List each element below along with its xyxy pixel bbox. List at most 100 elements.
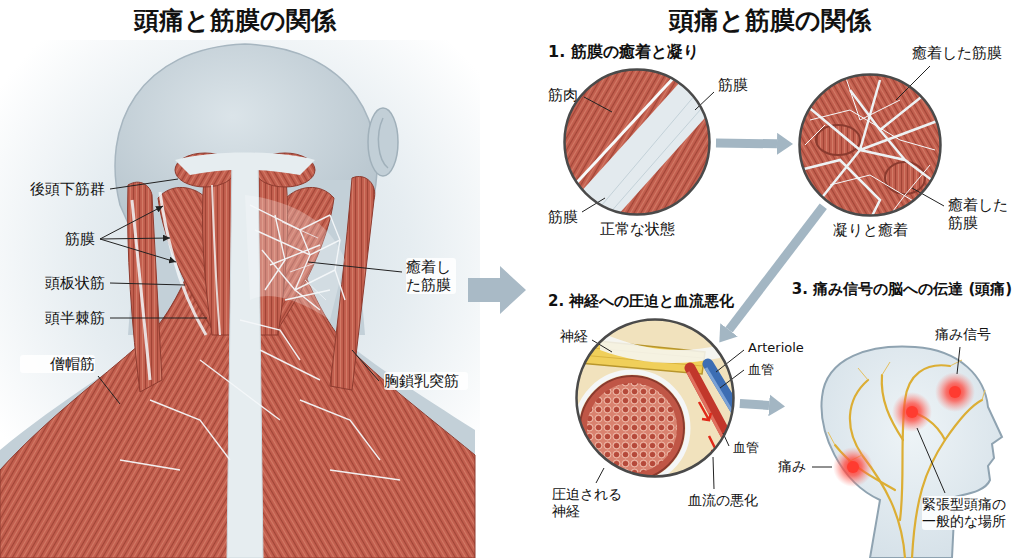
fascia [132,153,345,558]
label-anchor: 胸鎖乳突筋 [384,372,468,390]
neck-muscle [0,153,475,558]
leader-line [110,179,178,189]
adhered-fascia-view [805,75,935,215]
pain-spot [833,447,873,487]
label-anchor: 血流の悪化 [688,492,772,509]
leader-line [957,347,960,374]
leader-line [308,262,402,272]
label-anchor: 後頭下筋群 [8,180,105,198]
leader-line [713,457,714,489]
circle-outline [798,73,942,217]
part-label: 血管 [748,362,784,378]
label-anchor: 血管 [748,362,784,378]
fascia [175,153,315,176]
pain-spot [847,461,859,473]
nerve-branch [828,360,985,462]
pain-spot [833,372,975,487]
leader-line [917,428,945,493]
label-anchor: 痛み信号 [935,326,999,343]
part-label: 圧迫される神経 [552,486,632,520]
leader-line [110,318,207,319]
nerve-branch [828,360,985,462]
compression-view [699,402,711,420]
part-label: 頭板状筋 [8,274,105,292]
part-label: 筋膜 [40,230,95,248]
adhered-fascia-view [816,125,860,155]
label-anchor: 1. 筋膜の癒着と凝り [548,42,808,61]
leader-line [98,66,960,493]
compression-view [568,314,760,484]
neck-muscle [128,182,162,392]
label-anchor: 頭痛と筋膜の関係 [560,6,980,36]
panel-caption: 正常な状態 [563,220,711,238]
fascia [160,192,206,335]
neck-illustration [368,108,398,176]
label-anchor: 神経 [560,328,600,345]
leader-line [98,376,120,404]
label-anchor: 緊張型頭痛の一般的な場所 [922,496,1016,530]
panel-caption: 3. 痛み信号の脳への伝達 (頭痛) [790,280,1014,298]
adhered-fascia-web [250,205,345,310]
compression-view [587,383,677,473]
label-anchor: 頭板状筋 [8,274,105,292]
title-anchor: 頭痛と筋膜の関係 [20,6,450,36]
part-label: 神経 [560,328,600,345]
part-label: 胸鎖乳突筋 [384,372,468,390]
label-anchor: 圧迫される神経 [552,486,632,520]
panel-circle: 凝りと癒着 [798,73,942,217]
label-anchor: 癒着した筋膜 [948,196,1012,232]
pain-spot [892,392,932,432]
part-label: 僧帽筋 [20,355,95,373]
part-label: 痛み [778,458,810,475]
part-label: 頭痛と筋膜の関係 [560,6,980,36]
adhered-fascia-view [795,70,945,220]
pain-spot [906,406,918,418]
part-label: 緊張型頭痛の一般的な場所 [922,496,1016,530]
circle-outline [565,70,710,215]
flow-arrow [468,266,526,314]
part-label: 頭半棘筋 [8,309,105,327]
leader-line [584,97,612,112]
label-anchor: 頭半棘筋 [8,309,105,327]
part-label: 1. 筋膜の癒着と凝り [548,42,808,61]
part-label: 癒着した筋膜 [948,196,1012,232]
head-panel: 3. 痛み信号の脳への伝達 (頭痛) [790,280,1014,548]
normal-fascia-view [560,60,730,235]
normal-fascia-view [556,60,730,235]
flow-arrow [740,403,769,405]
label-anchor: 筋膜 [40,230,95,248]
normal-fascia-view [556,60,730,235]
compression-view [580,376,684,480]
leader-line [352,350,379,381]
adhered-fascia-view [800,80,945,220]
part-label: 痛み信号 [935,326,999,343]
part-label: 筋膜 [718,76,758,94]
flow-arrow [716,139,777,149]
circle-outline [577,320,734,477]
label-anchor: Arteriole [748,340,818,356]
connectors [716,143,823,405]
adhered-fascia-view [795,70,945,220]
leader-line [110,283,185,285]
compression-view [576,372,688,484]
adhered-fascia-web [120,205,400,480]
fascia [245,195,345,320]
neck-illustration [0,40,480,558]
pain-spot [935,372,975,412]
part-label: 癒着した筋膜 [912,44,1016,62]
panel-circle: 2. 神経への圧迫と血流悪化 [575,318,735,478]
adhered-fascia-view [800,80,945,220]
part-label: Arteriole [748,340,818,356]
panel-caption: 凝りと癒着 [798,221,942,239]
compression-view [568,314,760,484]
panel-circle: 正常な状態 [563,68,711,216]
leader-line [100,206,163,239]
pain-spot [949,386,961,398]
part-label: 筋膜 [548,208,588,226]
neck-muscle [202,178,232,335]
adhered-fascia-view [805,75,935,215]
adhered-fascia-view [795,70,945,220]
